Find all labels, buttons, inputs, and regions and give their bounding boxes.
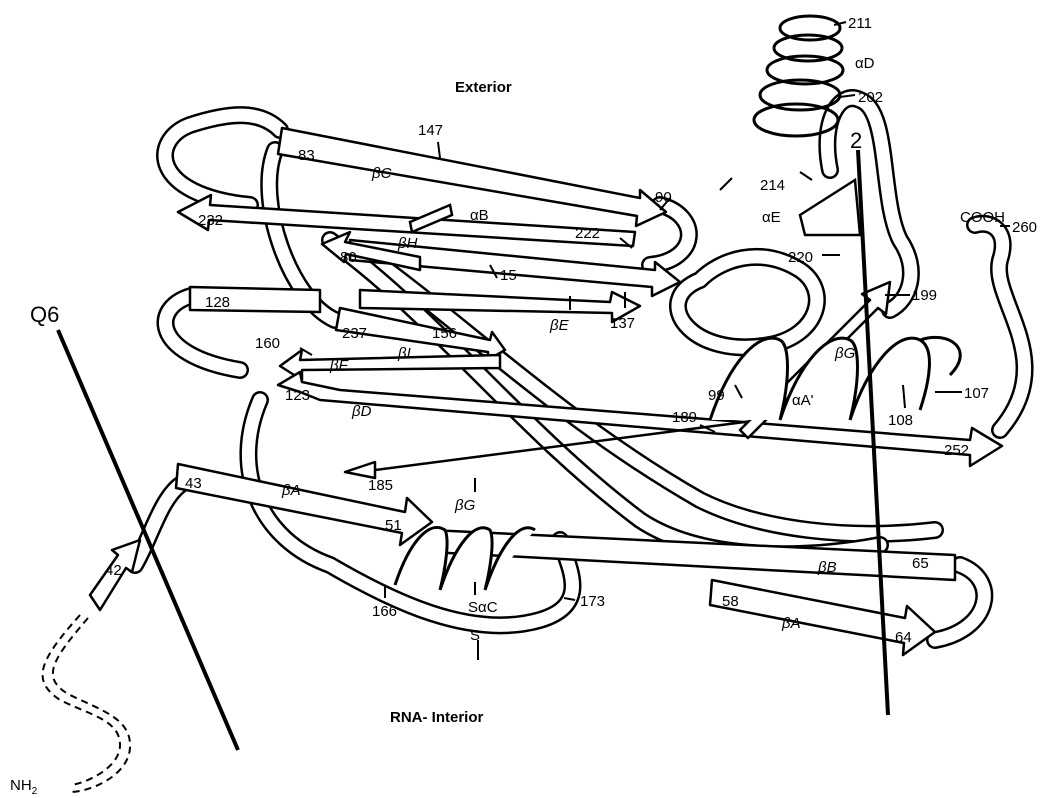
residue-label: 252 xyxy=(944,442,969,459)
residue-label: 232 xyxy=(198,212,223,229)
strand-label-beta-g2: βG xyxy=(834,345,856,362)
residue-label: 237 xyxy=(342,325,367,342)
residue-label: 43 xyxy=(185,475,202,492)
strand-label-beta-a1: βA xyxy=(281,482,301,499)
residue-label: 185 xyxy=(368,477,393,494)
residue-label: 199 xyxy=(912,287,937,304)
residue-label: 90 xyxy=(655,189,672,206)
strand-label-beta-e: βE xyxy=(549,317,570,334)
residue-label: 222 xyxy=(575,225,600,242)
interior-title: RNA- Interior xyxy=(390,709,483,726)
strand-label-beta-f: βF xyxy=(329,357,349,374)
residue-label: 107 xyxy=(964,385,989,402)
nh2-tail xyxy=(43,615,120,785)
residue-label: 202 xyxy=(858,89,883,106)
residue-label: 173 xyxy=(580,593,605,610)
q6-axis-line xyxy=(58,330,238,750)
residue-label: 64 xyxy=(895,629,912,646)
residue-label: 108 xyxy=(888,412,913,429)
nh2-label: NH2 xyxy=(10,777,38,797)
residue-label: 220 xyxy=(788,249,813,266)
residue-label: 123 xyxy=(285,387,310,404)
residue-label: 42 xyxy=(105,562,122,579)
residue-label: 214 xyxy=(760,177,785,194)
residue-label: 83 xyxy=(298,147,315,164)
strand-label-beta-g1: βG xyxy=(454,497,476,514)
residue-label: 166 xyxy=(372,603,397,620)
helix-label-alpha-d: αD xyxy=(855,55,875,72)
residue-label: 137 xyxy=(610,315,635,332)
residue-label: 189 xyxy=(672,409,697,426)
residue-label: 99 xyxy=(708,387,725,404)
exterior-title: Exterior xyxy=(455,79,512,96)
residue-label: 147 xyxy=(418,122,443,139)
residue-label: 65 xyxy=(912,555,929,572)
helix-a-e xyxy=(800,180,860,235)
residue-label: 156 xyxy=(432,325,457,342)
residue-label: 15 xyxy=(500,267,517,284)
strand-beta-e xyxy=(360,290,640,322)
strand-label-beta-d: βD xyxy=(351,403,372,420)
residue-label: 58 xyxy=(722,593,739,610)
residue-label: 128 xyxy=(205,294,230,311)
strand-label-beta-h: βH xyxy=(397,235,418,252)
helix-label-alpha-a: αA' xyxy=(792,392,814,409)
q6-axis-label: Q6 xyxy=(30,302,59,327)
disulfide-label: S xyxy=(470,627,480,644)
residue-label: 51 xyxy=(385,517,402,534)
strand-label-beta-b: βB xyxy=(817,559,837,576)
two-fold-axis-label: 2 xyxy=(850,128,862,153)
residue-label: 260 xyxy=(1012,219,1037,236)
helix-label-alpha-b: αB xyxy=(470,207,489,224)
residue-label: 80 xyxy=(340,249,357,266)
residue-label: 160 xyxy=(255,335,280,352)
strand-label-beta-i: βI xyxy=(397,345,411,362)
strand-label-beta-a2: βA xyxy=(781,615,801,632)
residue-label: 211 xyxy=(848,15,872,32)
helix-label-s-alpha-c: SαC xyxy=(468,599,498,616)
helix-label-alpha-e: αE xyxy=(762,209,781,226)
strand-label-beta-c: βC xyxy=(371,165,392,182)
cooh-label: COOH xyxy=(960,209,1005,226)
